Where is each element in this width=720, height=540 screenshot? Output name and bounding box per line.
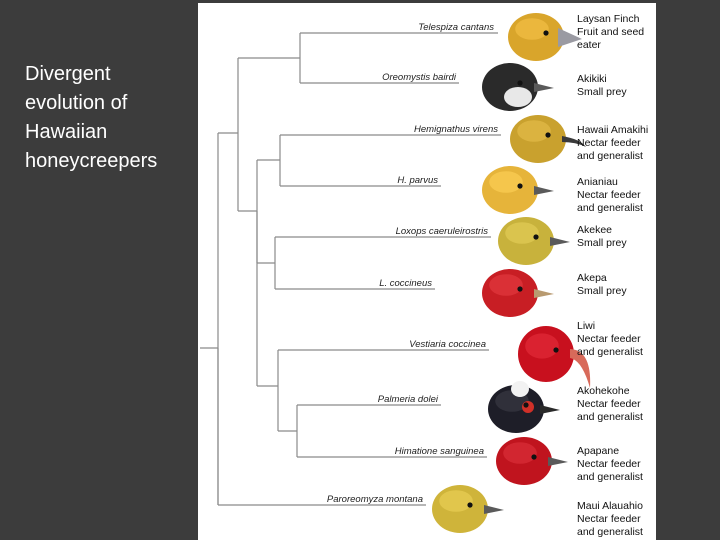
common-name: Maui Alauahio xyxy=(577,500,643,512)
common-name: Akekee xyxy=(577,224,613,236)
diet-line: eater xyxy=(577,39,601,51)
liwi-head-icon xyxy=(518,326,591,388)
diet-line: Nectar feeder xyxy=(577,398,641,410)
common-name: Laysan Finch xyxy=(577,13,640,25)
common-name: Apapane xyxy=(577,445,620,457)
species-label: Paroreomyza montana xyxy=(327,494,423,505)
tree-branches xyxy=(200,32,501,506)
diet-line: Small prey xyxy=(577,237,627,249)
diet-line: and generalist xyxy=(577,411,643,423)
species-label: H. parvus xyxy=(397,175,438,186)
diet-line: Nectar feeder xyxy=(577,513,641,525)
slide-title: Divergent evolution of Hawaiian honeycre… xyxy=(25,63,158,172)
diet-line: and generalist xyxy=(577,346,643,358)
diet-line: Small prey xyxy=(577,285,627,297)
laysan-finch-head-icon xyxy=(508,13,582,61)
diet-line: and generalist xyxy=(577,526,643,538)
maui-alauahio-head-icon xyxy=(432,485,504,533)
species-label: Loxops caeruleirostris xyxy=(396,226,489,237)
species-label: Palmeria dolei xyxy=(378,394,439,405)
common-name: Akohekohe xyxy=(577,385,630,397)
bird-heads xyxy=(432,13,591,533)
common-name: Akepa xyxy=(577,272,607,284)
diet-line: Fruit and seed xyxy=(577,26,645,38)
common-name: Hawaii Amakihi xyxy=(577,124,649,136)
diet-line: Nectar feeder xyxy=(577,189,641,201)
diet-line: and generalist xyxy=(577,150,643,162)
anianiau-head-icon xyxy=(482,166,554,214)
species-label: Hemignathus virens xyxy=(414,124,498,135)
akepa-head-icon xyxy=(482,269,554,317)
species-label: Vestiaria coccinea xyxy=(409,339,486,350)
apapane-head-icon xyxy=(496,437,568,485)
hawaii-amakihi-head-icon xyxy=(510,115,586,163)
common-name: Akikiki xyxy=(577,73,607,85)
species-label: Himatione sanguinea xyxy=(395,446,484,457)
diet-line: and generalist xyxy=(577,471,643,483)
species-label: Oreomystis bairdi xyxy=(382,72,457,83)
common-name: Liwi xyxy=(577,320,596,332)
common-name: Anianiau xyxy=(577,176,618,188)
diet-line: Nectar feeder xyxy=(577,458,641,470)
species-label: Telespiza cantans xyxy=(418,22,494,33)
akohekohe-head-icon xyxy=(488,381,560,433)
diet-line: Small prey xyxy=(577,86,627,98)
akekee-head-icon xyxy=(498,217,570,265)
diet-line: and generalist xyxy=(577,202,643,214)
diet-line: Nectar feeder xyxy=(577,333,641,345)
akikiki-head-icon xyxy=(482,63,554,111)
species-label: L. coccineus xyxy=(379,278,432,289)
diet-line: Nectar feeder xyxy=(577,137,641,149)
